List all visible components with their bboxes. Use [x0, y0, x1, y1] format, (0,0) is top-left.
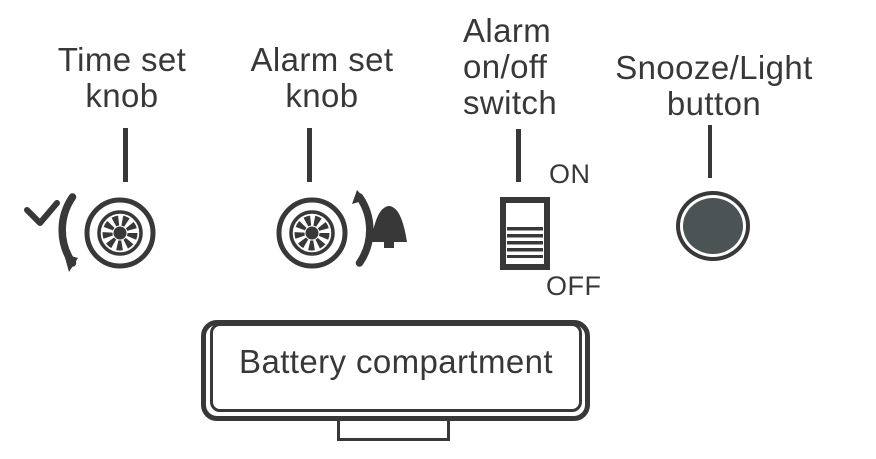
leader-line-alarm-set	[307, 128, 312, 182]
battery-compartment-label: Battery compartment	[239, 343, 553, 380]
label-alarm-set-knob: Alarm set knob	[250, 41, 394, 114]
battery-door-tab	[337, 418, 450, 441]
bell-icon	[371, 206, 407, 248]
label-snooze-light-button: Snooze/Light button	[615, 49, 813, 122]
label-time-set-knob: Time set knob	[57, 41, 187, 114]
switch-off-label: OFF	[546, 271, 602, 301]
leader-line-snooze-button	[708, 125, 712, 178]
switch-ridges	[507, 227, 543, 258]
time-set-knob-icon	[24, 193, 156, 272]
check-icon	[24, 200, 60, 226]
round-button-icon	[683, 198, 743, 254]
leader-line-time-set	[123, 128, 128, 182]
alarm-set-knob-icon	[276, 190, 407, 269]
label-alarm-on-off-switch: Alarm on/off switch	[463, 12, 558, 121]
knob-dial-icon	[84, 197, 156, 269]
battery-compartment: Battery compartment	[210, 323, 582, 412]
switch-on-label: ON	[549, 159, 591, 189]
slide-switch-icon	[500, 197, 550, 270]
rotate-cw-arc-icon	[352, 190, 374, 267]
leader-line-alarm-switch	[516, 129, 521, 182]
rotate-ccw-arc-icon	[58, 193, 78, 272]
battery-compartment-outline	[201, 320, 590, 421]
knob-dial-icon	[276, 197, 348, 269]
